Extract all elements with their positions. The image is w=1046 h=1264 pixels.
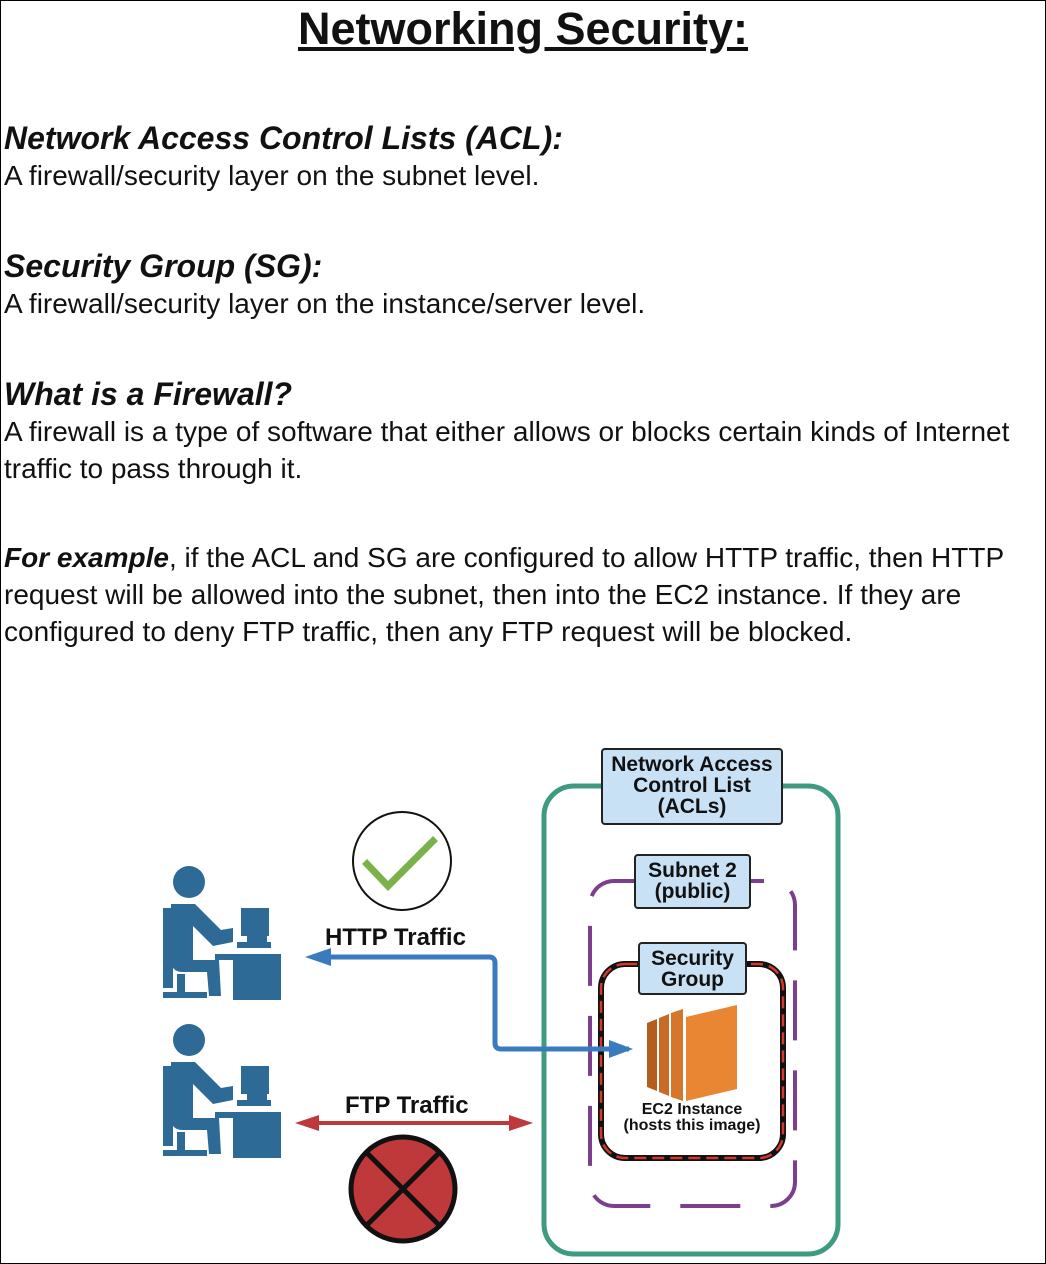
acl-label-line2: Control List xyxy=(633,774,751,797)
page-title: Networking Security: xyxy=(297,3,749,54)
acl-heading: Network Access Control Lists (ACL): xyxy=(4,120,563,156)
subnet-label-line2: (public) xyxy=(654,880,731,903)
ec2-label: EC2 Instance (hosts this image) xyxy=(607,1102,777,1134)
http-traffic-label: HTTP Traffic xyxy=(325,924,466,951)
ftp-arrowhead-right xyxy=(509,1115,533,1131)
example-section: For example, if the ACL and SG are confi… xyxy=(4,539,1044,650)
sg-label-line1: Security xyxy=(651,947,734,970)
ftp-traffic-label: FTP Traffic xyxy=(345,1092,469,1119)
firewall-heading: What is a Firewall? xyxy=(4,376,293,412)
example-lead: For example xyxy=(4,542,169,573)
acl-label-line3: (ACLs) xyxy=(657,795,727,818)
network-diagram: Network Access Control List (ACLs) Subne… xyxy=(1,721,1045,1263)
http-arrowhead-right xyxy=(609,1040,633,1058)
http-arrowhead-left xyxy=(305,948,331,966)
ec2-icon xyxy=(647,1005,737,1101)
deny-x-icon xyxy=(348,1134,458,1244)
ec2-label-line2: (hosts this image) xyxy=(623,1117,761,1134)
acl-description: A firewall/security layer on the subnet … xyxy=(4,160,540,191)
allow-check-icon xyxy=(352,811,452,911)
diagram-canvas xyxy=(163,783,841,1257)
example-text: , if the ACL and SG are configured to al… xyxy=(4,542,1004,647)
example-paragraph: For example, if the ACL and SG are confi… xyxy=(4,539,1044,650)
sg-label-line2: Group xyxy=(661,968,724,991)
sg-description: A firewall/security layer on the instanc… xyxy=(4,288,646,319)
user-computer-icon xyxy=(163,1024,281,1158)
sg-section: Security Group (SG): A firewall/security… xyxy=(4,247,1044,322)
http-arrow xyxy=(319,954,629,1052)
subnet-label: Subnet 2 (public) xyxy=(634,854,751,909)
subnet-label-line1: Subnet 2 xyxy=(648,859,737,882)
acl-section: Network Access Control Lists (ACL): A fi… xyxy=(4,119,1044,194)
firewall-description: A firewall is a type of software that ei… xyxy=(4,416,1010,484)
ec2-label-line1: EC2 Instance xyxy=(641,1101,743,1118)
security-group-label: Security Group xyxy=(638,942,747,995)
acl-label: Network Access Control List (ACLs) xyxy=(601,748,783,825)
ftp-arrowhead-left xyxy=(295,1115,319,1131)
subnet-boundary xyxy=(588,879,797,1208)
security-group-dash xyxy=(599,962,785,1160)
firewall-section: What is a Firewall? A firewall is a type… xyxy=(4,375,1044,487)
sg-heading: Security Group (SG): xyxy=(4,248,323,284)
acl-label-line1: Network Access xyxy=(611,753,773,776)
user-computer-icon xyxy=(163,866,281,1000)
